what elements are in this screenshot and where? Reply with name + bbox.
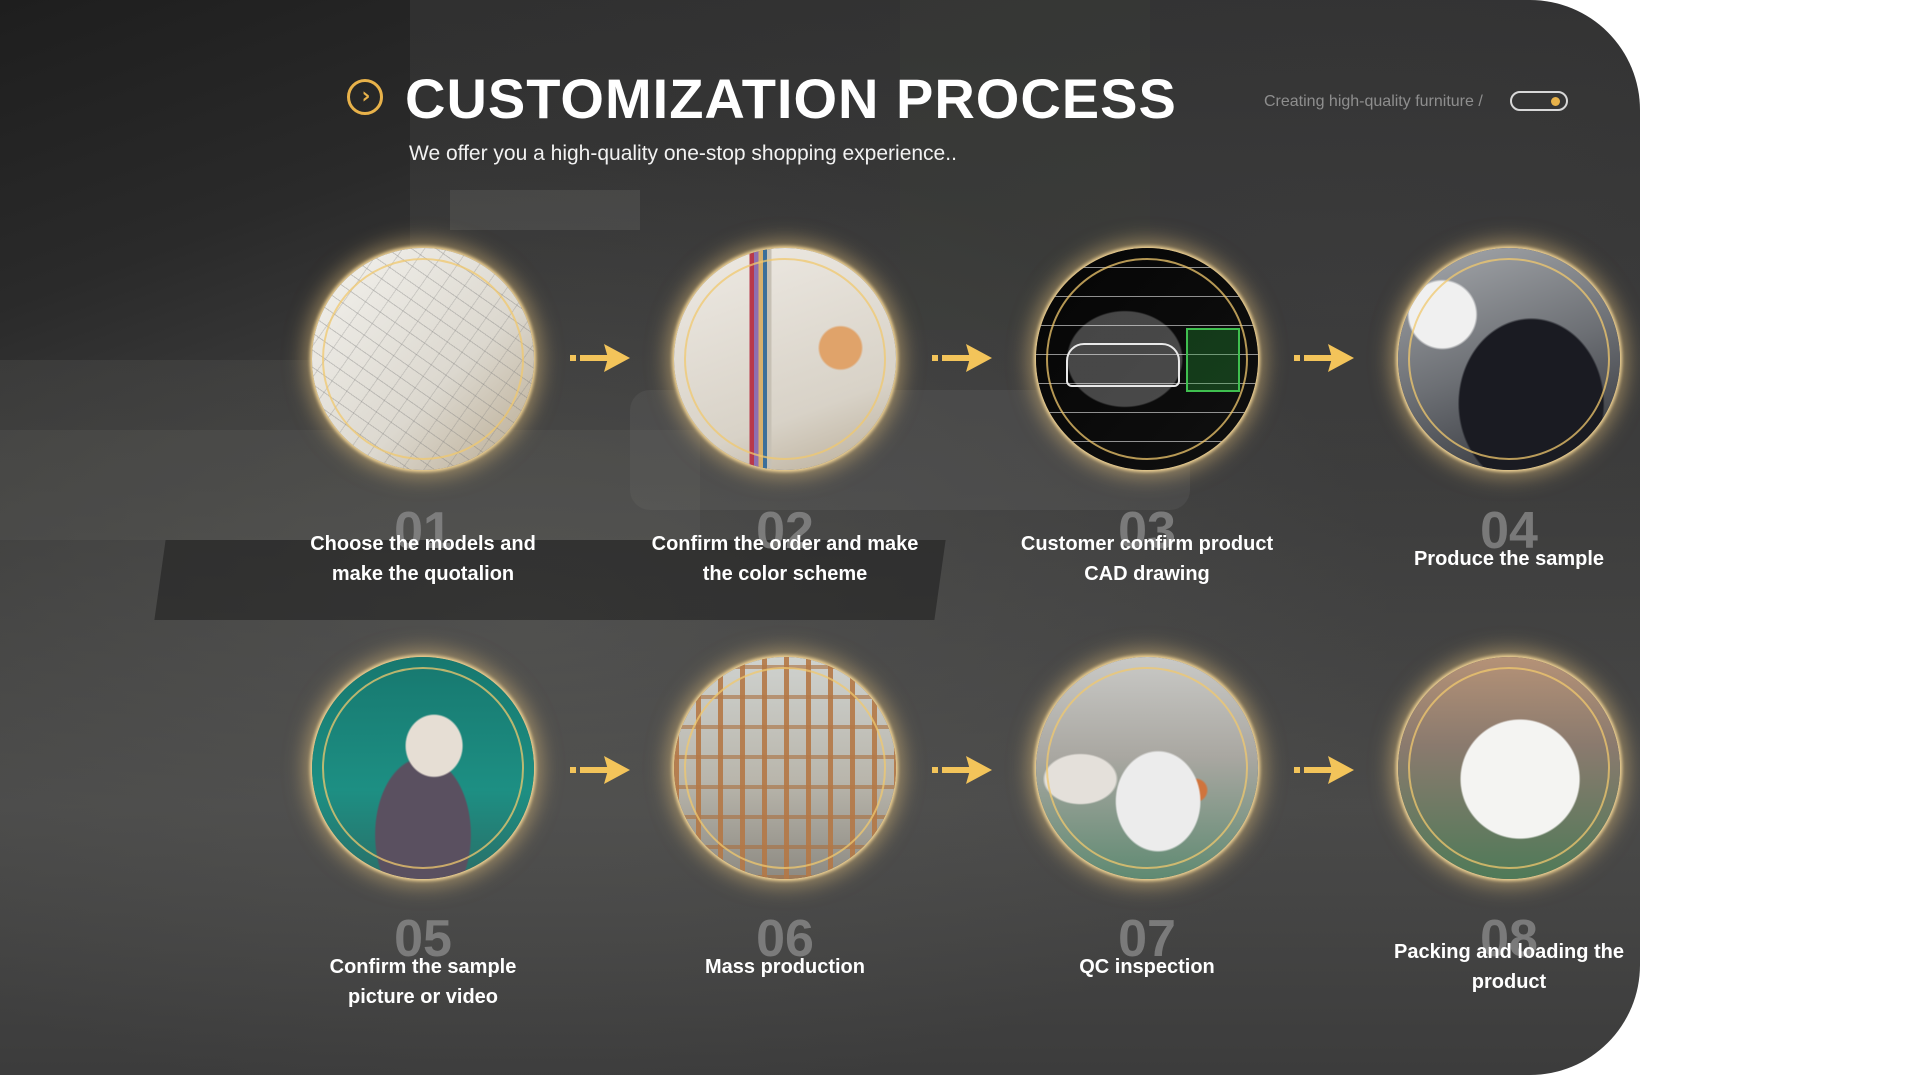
step-04-image — [1398, 248, 1620, 470]
step-02-number: 02 — [756, 502, 814, 560]
step-03-label-line2: CAD drawing — [1084, 563, 1210, 585]
arrow-right-icon — [570, 756, 630, 784]
step-07-label-line1: QC inspection — [1079, 956, 1215, 978]
step-03-image — [1036, 248, 1258, 470]
cad-sofa-outline — [1066, 343, 1180, 387]
step-06-label-line1: Mass production — [704, 956, 865, 978]
background-cabinet — [0, 430, 700, 540]
toggle-knob — [1551, 97, 1560, 106]
step-08-image — [1398, 657, 1620, 879]
step-02-label: Confirm the order and make the color sch… — [645, 529, 925, 589]
page-subtitle: We offer you a high-quality one-stop sho… — [409, 142, 957, 165]
arrow-right-icon — [1294, 344, 1354, 372]
step-05-label: Confirm the sample picture or video — [283, 952, 563, 1012]
background-shelf — [450, 190, 640, 230]
step-01-image — [312, 248, 534, 470]
step-08-label: Packing and loading the product — [1369, 937, 1640, 997]
step-05-number: 05 — [394, 910, 452, 968]
step-08-label-line1: Packing and loading the — [1393, 941, 1625, 963]
step-01-number: 01 — [394, 502, 452, 560]
arrow-right-icon — [570, 344, 630, 372]
step-05-image — [312, 657, 534, 879]
step-01-label-line2: make the quotalion — [331, 563, 515, 585]
step-02-label-line1: Confirm the order and make — [651, 533, 919, 555]
step-04-label: Produce the sample — [1369, 544, 1640, 574]
step-05-label-line2: picture or video — [347, 986, 499, 1008]
step-02-label-line2: the color scheme — [702, 563, 868, 585]
step-08-number: 08 — [1480, 910, 1538, 968]
arrow-right-icon — [932, 344, 992, 372]
step-07-image — [1036, 657, 1258, 879]
page-title: CUSTOMIZATION PROCESS — [405, 67, 1177, 130]
step-04-number: 04 — [1480, 502, 1538, 560]
step-06-number: 06 — [756, 910, 814, 968]
arrow-right-icon — [932, 756, 992, 784]
tagline: Creating high-quality furniture / — [1264, 93, 1483, 110]
step-06-image — [674, 657, 896, 879]
step-06-label: Mass production — [645, 952, 925, 982]
step-07-number: 07 — [1118, 910, 1176, 968]
chevron-right-circle-icon: › — [347, 79, 383, 115]
step-03-number: 03 — [1118, 502, 1176, 560]
step-02-image — [674, 248, 896, 470]
step-04-label-line1: Produce the sample — [1413, 548, 1605, 570]
cad-chair-outline — [1186, 328, 1240, 392]
step-07-label: QC inspection — [1007, 952, 1287, 982]
toggle-switch[interactable] — [1510, 91, 1568, 111]
step-03-label-line1: Customer confirm product — [1020, 533, 1274, 555]
step-01-label-line1: Choose the models and — [310, 533, 536, 555]
step-03-label: Customer confirm product CAD drawing — [1007, 529, 1287, 589]
background-panel: › CUSTOMIZATION PROCESS We offer you a h… — [0, 0, 1640, 1075]
step-01-label: Choose the models and make the quotalion — [283, 529, 563, 589]
step-05-label-line1: Confirm the sample — [329, 956, 517, 978]
step-08-label-line2: product — [1471, 971, 1547, 993]
arrow-right-icon — [1294, 756, 1354, 784]
